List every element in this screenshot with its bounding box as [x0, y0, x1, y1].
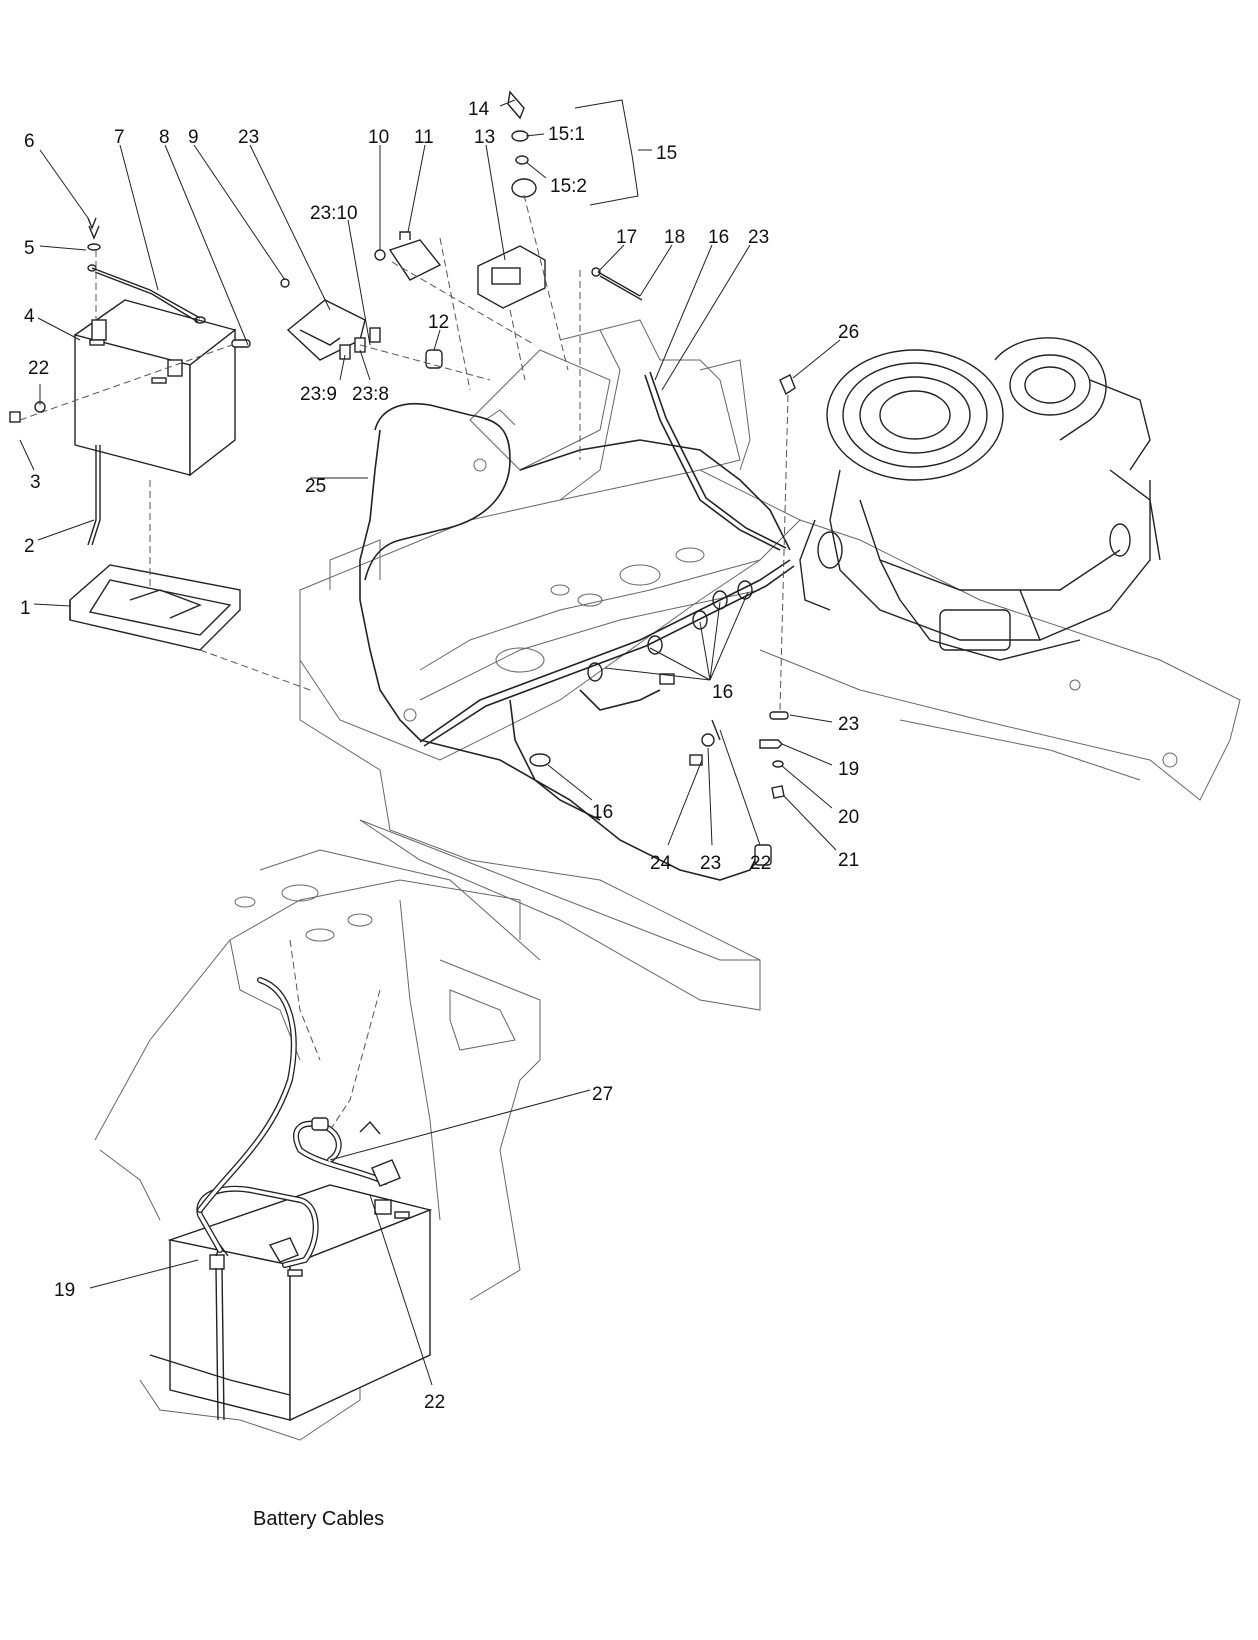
pin-17-18	[579, 267, 643, 460]
callout-19-right: 19	[838, 759, 859, 780]
key-switch	[507, 90, 569, 371]
callout-16-middle: 16	[712, 682, 733, 703]
callout-14: 14	[468, 99, 490, 120]
callout-13: 13	[474, 127, 495, 148]
callout-9: 9	[188, 127, 199, 148]
battery-tray	[69, 564, 241, 651]
callout-10: 10	[368, 127, 389, 148]
callout-2: 2	[24, 536, 35, 557]
callout-12: 12	[428, 312, 449, 333]
callout-8: 8	[159, 127, 170, 148]
callout-23-bottom: 23	[700, 853, 721, 874]
callout-5: 5	[24, 238, 35, 259]
callout-23-10: 23:10	[310, 203, 358, 224]
fuse-block	[280, 278, 381, 361]
hour-meter	[477, 245, 546, 381]
battery	[73, 299, 237, 477]
caption-battery-cables: Battery Cables	[253, 1508, 384, 1530]
callout-labels: 1 2 3 4 5 6 7 8 9 23 22 23:10 23:9 23:8 …	[20, 99, 859, 1530]
callout-16-lower: 16	[592, 802, 613, 823]
callout-19-inset: 19	[54, 1280, 75, 1301]
callout-7: 7	[114, 127, 125, 148]
callout-11: 11	[414, 127, 434, 148]
callout-15: 15	[656, 143, 677, 164]
callout-6: 6	[24, 131, 35, 152]
spacer-12	[359, 344, 491, 381]
callout-3: 3	[30, 472, 41, 493]
callout-17: 17	[616, 227, 637, 248]
callout-23-8: 23:8	[352, 384, 389, 405]
callout-16-top: 16	[708, 227, 729, 248]
callout-23-top-right: 23	[748, 227, 769, 248]
chassis-frame	[299, 319, 1241, 1011]
callout-23-right: 23	[838, 714, 859, 735]
callout-26: 26	[838, 322, 859, 343]
battery-inset	[149, 1184, 433, 1422]
callout-24: 24	[650, 853, 672, 874]
battery-cables	[196, 977, 401, 1268]
callout-4: 4	[24, 306, 35, 327]
callout-1: 1	[20, 598, 31, 619]
callout-15-1: 15:1	[548, 124, 585, 145]
relay	[374, 231, 536, 391]
callout-22-left: 22	[28, 358, 49, 379]
callout-20: 20	[838, 807, 859, 828]
battery-ghost-lines	[19, 250, 311, 691]
callout-22-right: 22	[750, 853, 771, 874]
callout-22-inset: 22	[424, 1392, 445, 1413]
lower-frame	[94, 849, 541, 1441]
grommet-26	[779, 374, 796, 711]
callout-21: 21	[838, 850, 859, 871]
leader-lines	[19, 99, 841, 1386]
callout-27: 27	[592, 1084, 613, 1105]
callout-25: 25	[305, 476, 326, 497]
callout-18: 18	[664, 227, 685, 248]
engine	[799, 337, 1161, 661]
wire-harness	[359, 371, 795, 881]
callout-15-2: 15:2	[550, 176, 587, 197]
callout-23-top-left: 23	[238, 127, 259, 148]
callout-23-9: 23:9	[300, 384, 337, 405]
